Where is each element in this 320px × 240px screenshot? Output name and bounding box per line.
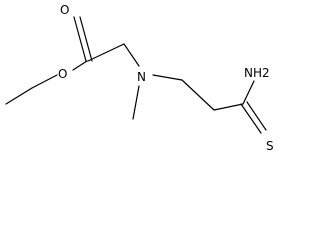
thione-sulfur-label: S [266, 139, 274, 153]
bond-ch2-ch2 [181, 79, 215, 111]
bond-carbonyl-double-2 [79, 16, 93, 62]
bond-ch2-thioamide-carbon [213, 103, 244, 111]
bond-carbonyl-ch2 [87, 43, 125, 62]
amide-nh2-label: NH2 [244, 66, 270, 80]
nitrogen-label: N [137, 70, 146, 84]
bond-ester-oxygen-carbonyl [72, 60, 88, 71]
chemical-structure: O O N NH2 S [5, 3, 274, 153]
bond-nitrogen-ch2 [152, 74, 183, 81]
bond-ch3-ch2 [5, 87, 33, 105]
bond-thione-double-2 [246, 101, 267, 131]
ester-oxygen-label: O [58, 67, 67, 81]
bond-ch2-nitrogen [123, 43, 140, 67]
bond-thioamide-carbon-amine [242, 80, 255, 105]
bond-nitrogen-methyl [132, 85, 140, 120]
bond-ch2-ester-oxygen [31, 74, 58, 89]
carbonyl-oxygen-label: O [60, 3, 69, 17]
bond-thione-double-1 [240, 103, 262, 134]
bond-carbonyl-double-1 [73, 16, 87, 62]
